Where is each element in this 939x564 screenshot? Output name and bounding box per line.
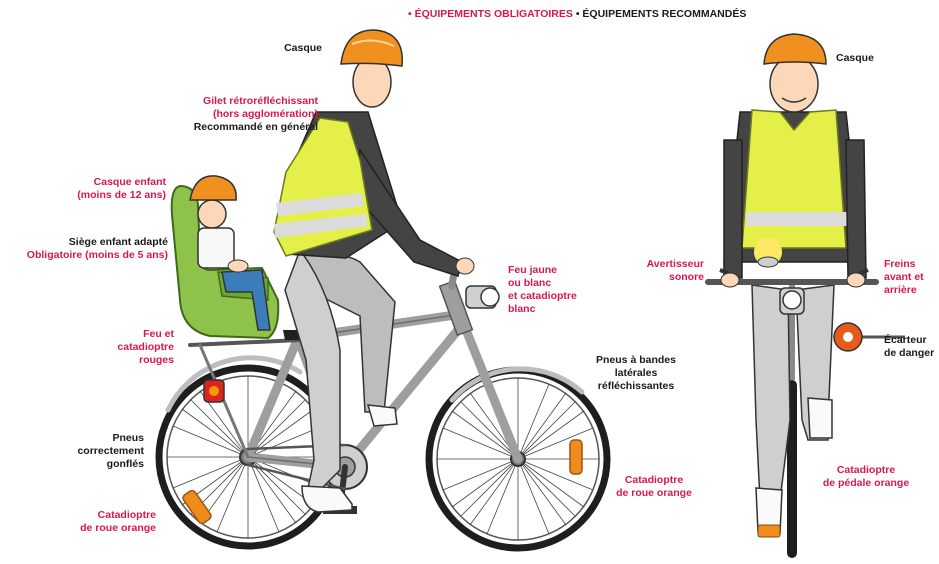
label-catadioptre-roue-avant: Catadioptre de roue orange — [616, 474, 692, 499]
adult-cyclist — [273, 29, 475, 513]
rear-lamp — [203, 379, 225, 403]
front-lamp — [465, 285, 500, 309]
label-casque-right: Casque — [836, 52, 874, 64]
label-feu-jaune: Feu jaune ou blanc et catadioptre blanc — [508, 264, 577, 315]
label-catadioptre-pedale: Catadioptre de pédale orange — [822, 464, 910, 489]
child-figure — [189, 175, 271, 331]
label-siege-enfant: Siège enfant adapté Obligatoire (moins d… — [26, 236, 168, 261]
label-freins: Freins avant et arrière — [884, 258, 924, 296]
legend-mandatory: • ÉQUIPEMENTS OBLIGATOIRES — [408, 8, 573, 20]
label-pneus-gonfles: Pneus correctement gonflés — [77, 432, 144, 470]
label-gilet: Gilet rétroréfléchissant (hors aggloméra… — [193, 95, 318, 133]
legend: • ÉQUIPEMENTS OBLIGATOIRES • ÉQUIPEMENTS… — [408, 8, 746, 20]
label-avertisseur: Avertisseur sonore — [646, 258, 704, 283]
label-ecarteur: Écarteur de danger — [884, 334, 935, 359]
rear-wheel-reflector — [182, 489, 212, 525]
label-casque-enfant: Casque enfant (moins de 12 ans) — [77, 176, 166, 201]
label-pneus-bandes: Pneus à bandes latérales réfléchissantes — [596, 354, 676, 392]
label-casque-left: Casque — [284, 42, 322, 54]
front-wheel-reflector — [569, 439, 583, 475]
front-view-cyclist — [705, 33, 905, 558]
legend-recommended: • ÉQUIPEMENTS RECOMMANDÉS — [575, 8, 747, 20]
label-catadioptre-roue-arriere: Catadioptre de roue orange — [80, 509, 156, 534]
label-feu-rouge: Feu et catadioptre rouges — [117, 328, 174, 366]
